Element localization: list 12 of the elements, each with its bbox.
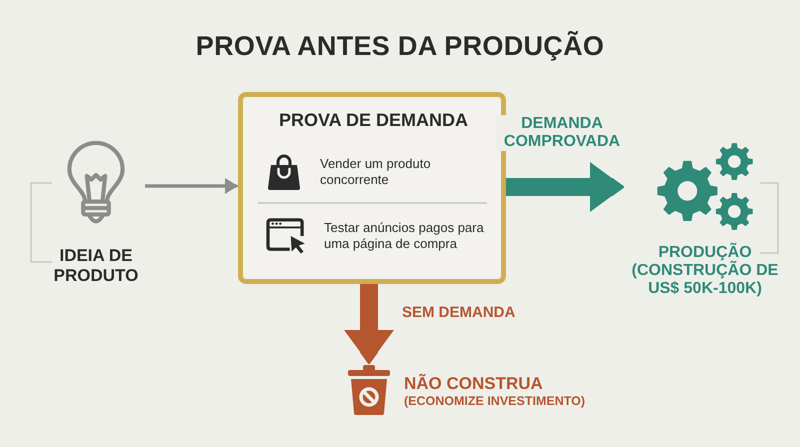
list-item-text: Testar anúncios pagos para uma página de compra [324,220,485,252]
diagram-title: PROVA ANTES DA PRODUÇÃO [196,30,604,62]
arrow [145,178,238,194]
list-item-text: Vender um produto concorrente [320,156,432,188]
node-sublabel: (ECONOMIZE INVESTIMENTO) [404,394,586,409]
panel-title: PROVA DE DEMANDA [278,109,469,131]
arrow [506,162,624,212]
process-panel [238,92,506,284]
arrow [344,284,394,364]
node-label: PRODUÇÃO (CONSTRUÇÃO DE US$ 50K-100K) [630,244,780,298]
node-label: NÃO CONSTRUA [404,374,543,394]
node-label: IDEIA DE PRODUTO [52,246,140,286]
